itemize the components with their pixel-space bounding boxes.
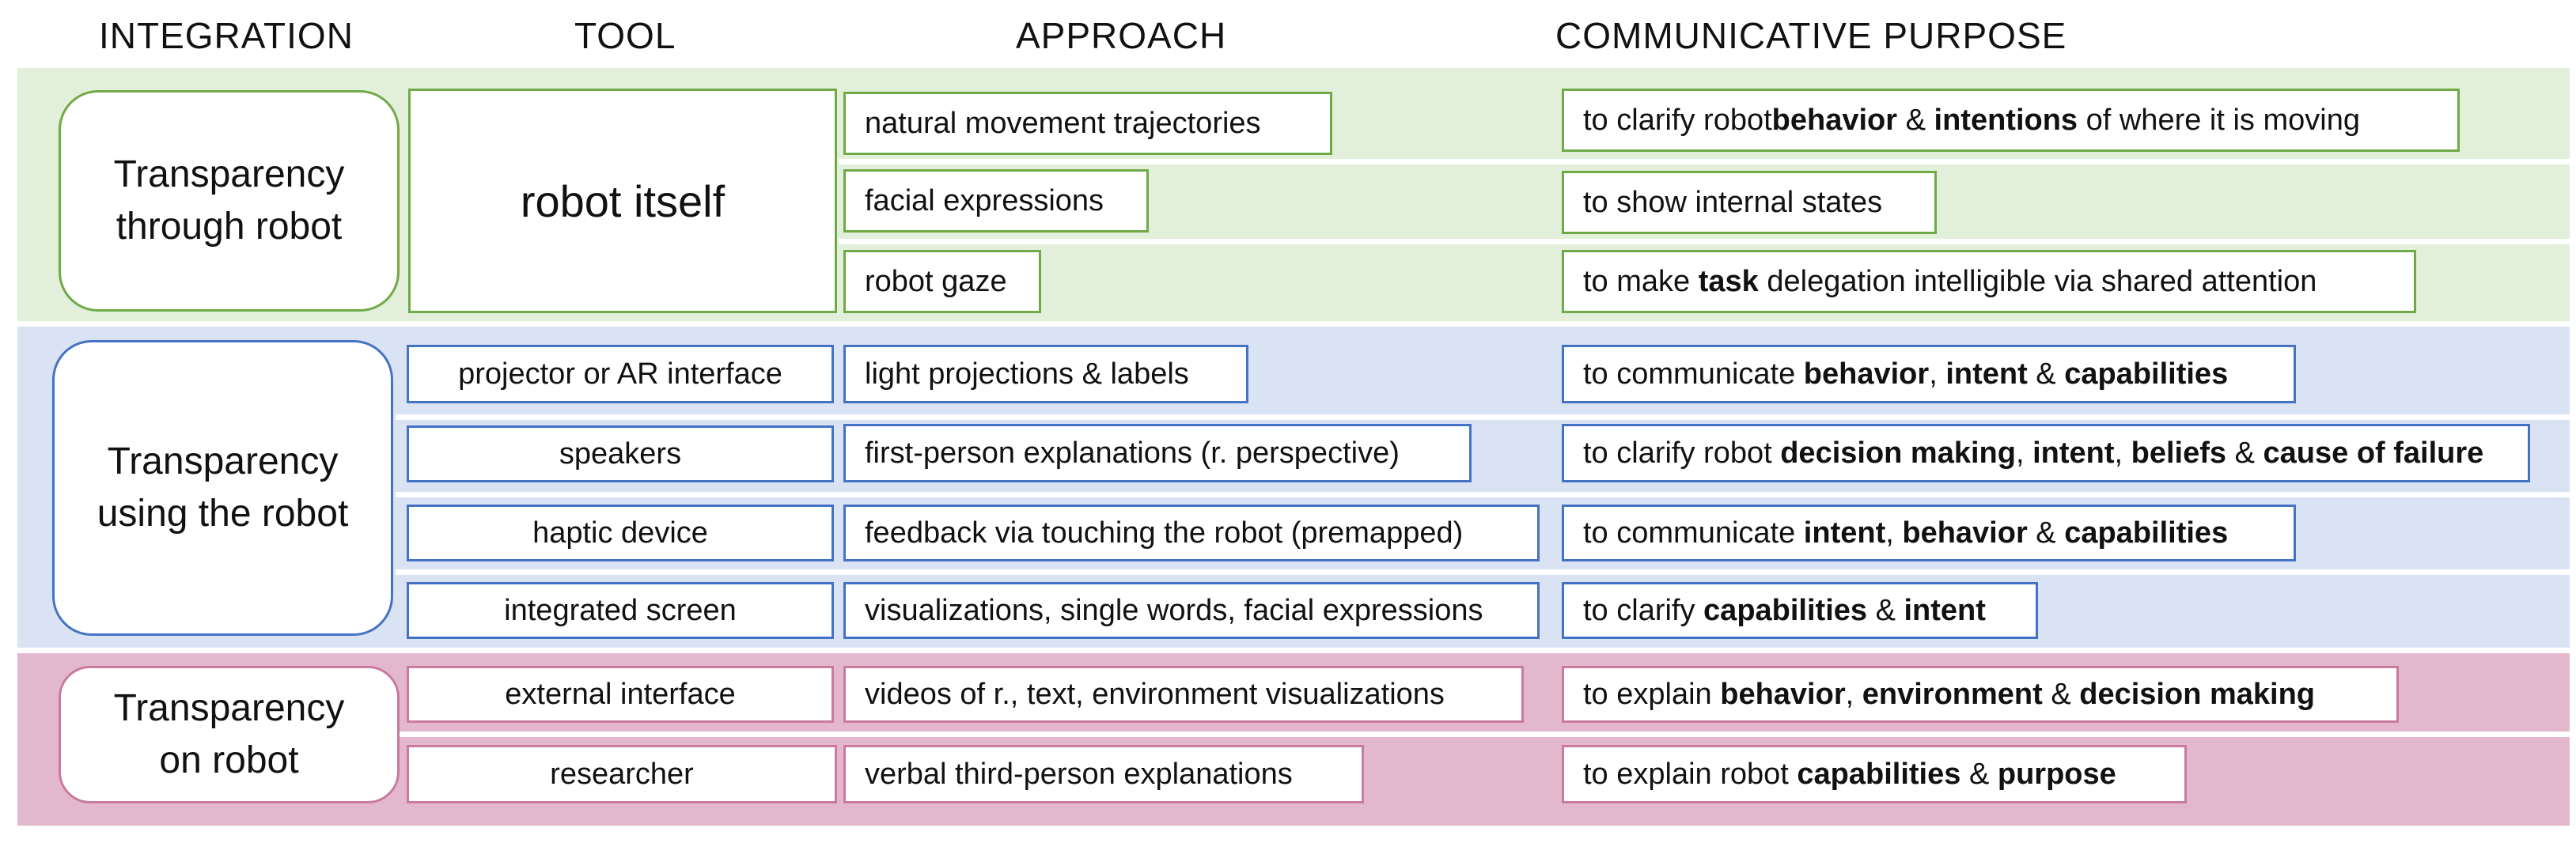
tool-researcher: researcher — [407, 745, 837, 803]
purpose-box: to make task delegation intelligible via… — [1562, 250, 2416, 313]
row-separator — [839, 239, 2570, 244]
purpose-keyword: task — [1698, 265, 1759, 298]
purpose-keyword: capabilities — [2064, 357, 2229, 391]
integration-label-line2: using the robot — [97, 493, 349, 535]
purpose-text: of where it is moving — [2078, 104, 2360, 137]
approach-box: verbal third-person explanations — [843, 745, 1364, 803]
tool-robot-itself: robot itself — [408, 89, 837, 313]
purpose-text: , — [2015, 437, 2033, 470]
purpose-text: & — [2027, 516, 2065, 550]
purpose-text: to communicate — [1583, 516, 1804, 550]
purpose-box: to explain behavior, environment & decis… — [1562, 666, 2399, 723]
purpose-text: to clarify robot — [1583, 437, 1781, 470]
approach-box: visualizations, single words, facial exp… — [843, 582, 1540, 639]
purpose-box: to show internal states — [1562, 171, 1937, 234]
purpose-text: & — [1897, 104, 1934, 137]
approach-box: feedback via touching the robot (premapp… — [843, 505, 1540, 561]
integration-label-line1: Transparency — [107, 440, 339, 482]
purpose-text: to explain robot — [1583, 758, 1798, 791]
approach-box: natural movement trajectories — [843, 92, 1332, 155]
purpose-box: to explain robot capabilities & purpose — [1562, 745, 2187, 803]
purpose-keyword: cause of failure — [2263, 437, 2484, 470]
purpose-keyword: intent — [1904, 594, 1986, 627]
header-tool: TOOL — [574, 15, 676, 56]
integration-label-line2: on robot — [159, 739, 299, 781]
purpose-keyword: behavior — [1720, 678, 1846, 711]
purpose-text: to make — [1583, 265, 1699, 298]
purpose-keyword: intent — [1945, 357, 2028, 391]
purpose-box: to communicate behavior, intent & capabi… — [1562, 345, 2296, 403]
purpose-keyword: capabilities — [1797, 758, 1961, 791]
purpose-keyword: beliefs — [2131, 437, 2227, 470]
purpose-keyword: intentions — [1934, 104, 2078, 137]
approach-box: facial expressions — [843, 169, 1149, 232]
purpose-keyword: behavior — [1902, 516, 2028, 550]
tool-projector-ar-interface: projector or AR interface — [407, 345, 834, 403]
purpose-keyword: behavior — [1803, 357, 1930, 391]
purpose-text: to explain — [1583, 678, 1721, 711]
approach-box: robot gaze — [843, 250, 1041, 313]
purpose-text: to show internal states — [1583, 186, 1883, 219]
purpose-text: , — [1845, 678, 1862, 711]
tool-integrated-screen: integrated screen — [407, 582, 834, 639]
tool-speakers: speakers — [407, 425, 834, 482]
row-separator — [396, 492, 2570, 497]
purpose-box: to communicate intent, behavior & capabi… — [1562, 505, 2296, 561]
purpose-text: & — [1960, 758, 1998, 791]
integration-through-robot: Transparency through robot — [59, 90, 400, 312]
tool-haptic-device: haptic device — [407, 505, 834, 561]
purpose-text: delegation intelligible via shared atten… — [1758, 265, 2317, 298]
header-approach: APPROACH — [1016, 15, 1227, 56]
purpose-keyword: decision making — [2079, 678, 2316, 711]
purpose-keyword: decision making — [1780, 437, 2016, 470]
purpose-box: to clarify capabilities & intent — [1562, 582, 2038, 639]
integration-on-robot: Transparency on robot — [59, 666, 400, 803]
row-separator — [396, 414, 2570, 420]
purpose-text: , — [1929, 357, 1946, 391]
purpose-text: & — [1867, 594, 1904, 627]
purpose-text: , — [1885, 516, 1903, 550]
approach-box: first-person explanations (r. perspectiv… — [843, 424, 1472, 482]
purpose-box: to clarify robot decision making, intent… — [1562, 424, 2530, 482]
integration-using-the-robot: Transparency using the robot — [52, 340, 393, 636]
purpose-keyword: capabilities — [1703, 594, 1868, 627]
purpose-keyword: intent — [2032, 437, 2115, 470]
purpose-text: to communicate — [1583, 357, 1804, 391]
purpose-keyword: environment — [1862, 678, 2043, 711]
row-separator — [396, 569, 2570, 575]
integration-label-line2: through robot — [116, 206, 343, 248]
approach-box: light projections & labels — [843, 345, 1248, 403]
purpose-text: & — [2226, 437, 2263, 470]
row-separator — [396, 731, 2570, 737]
purpose-keyword: purpose — [1997, 758, 2116, 791]
purpose-text: to clarify — [1583, 594, 1704, 627]
header-communicative-purpose: COMMUNICATIVE PURPOSE — [1555, 15, 2067, 56]
purpose-text: , — [2114, 437, 2131, 470]
header-integration: INTEGRATION — [99, 15, 354, 56]
purpose-text: & — [2027, 357, 2065, 391]
purpose-keyword: behavior — [1771, 104, 1898, 137]
purpose-text: & — [2042, 678, 2080, 711]
tool-external-interface: external interface — [407, 666, 834, 723]
approach-box: videos of r., text, environment visualiz… — [843, 666, 1524, 723]
purpose-box: to clarify robot behavior & intentions o… — [1562, 89, 2460, 152]
purpose-keyword: capabilities — [2064, 516, 2229, 550]
purpose-keyword: intent — [1803, 516, 1886, 550]
row-separator — [839, 159, 2570, 164]
integration-label-line1: Transparency — [113, 687, 345, 729]
integration-label-line1: Transparency — [113, 153, 345, 195]
purpose-text: to clarify robot — [1583, 104, 1772, 137]
